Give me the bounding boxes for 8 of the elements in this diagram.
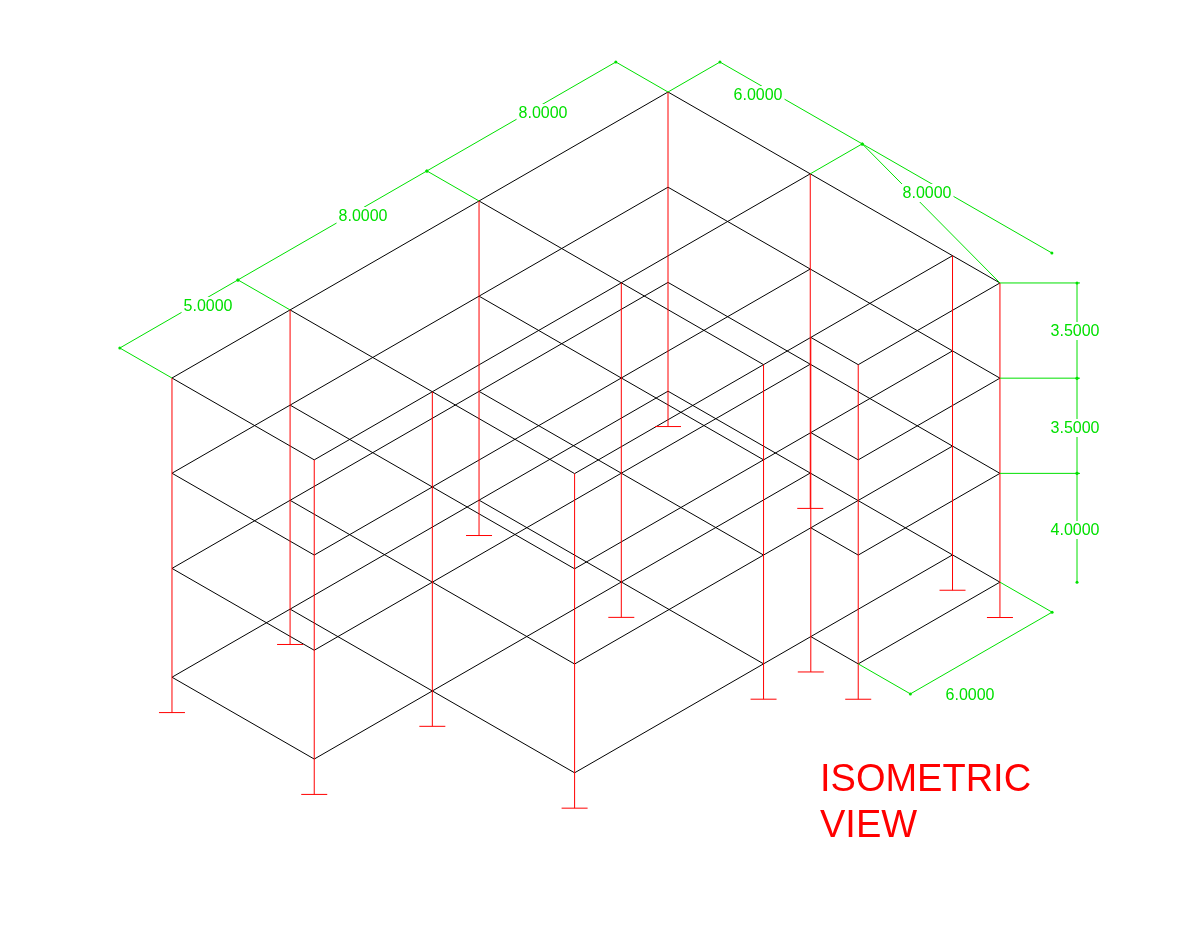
dimension-label: 8.0000 (900, 184, 954, 202)
dimension-label: 8.0000 (336, 207, 390, 225)
dimension-label: 4.0000 (1048, 521, 1102, 539)
view-caption: ISOMETRIC VIEW (820, 756, 1033, 847)
dimension-label: 5.0000 (181, 297, 235, 315)
dimension-label: 3.5000 (1048, 322, 1102, 340)
dimension-label: 8.0000 (516, 104, 570, 122)
dimension-label: 3.5000 (1048, 419, 1102, 437)
